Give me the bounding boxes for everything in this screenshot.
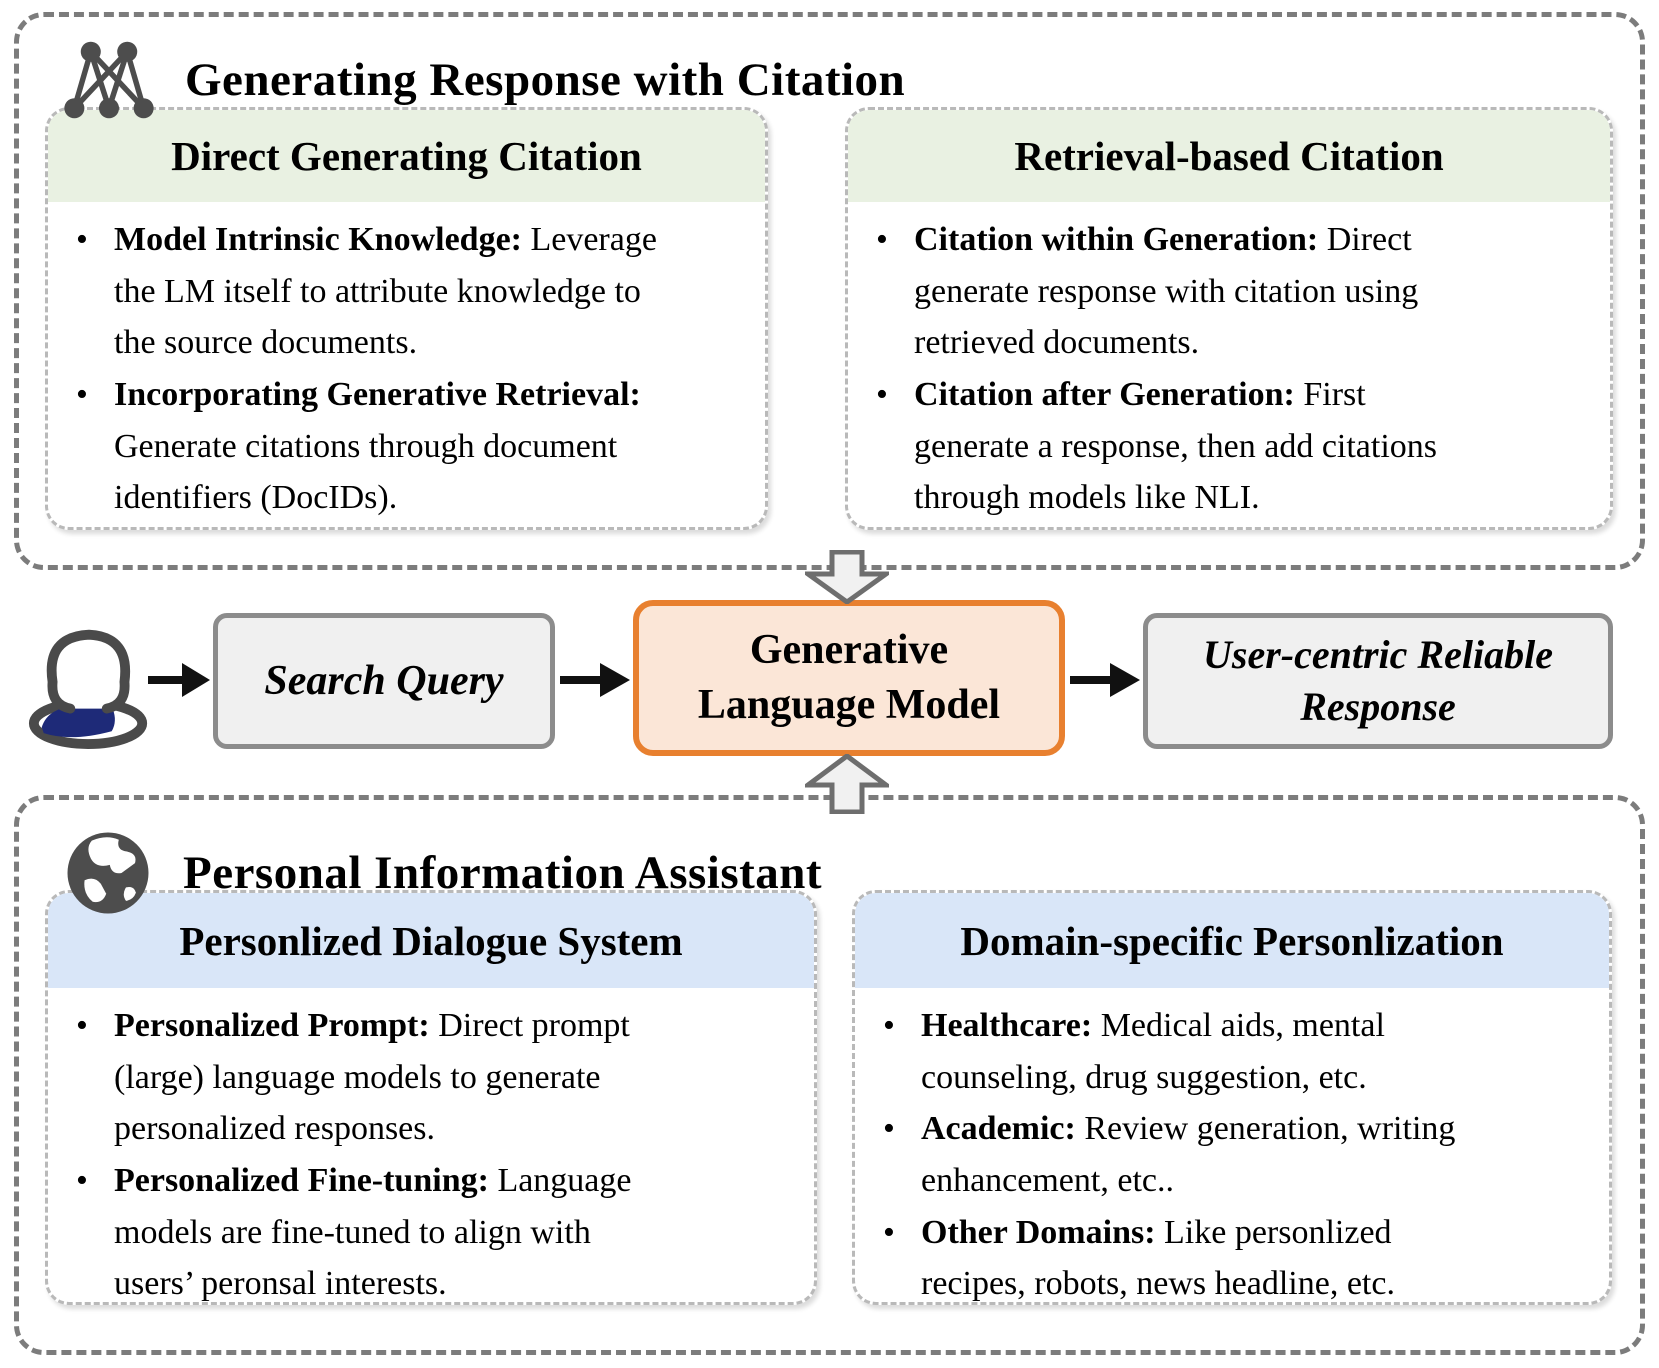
bullet-text: Direct generate response with citation u… <box>914 221 1419 362</box>
bullet-lead: Incorporating Generative Retrieval: <box>114 376 641 414</box>
bullet-item: Academic: Review generation, writing enh… <box>879 1103 1593 1206</box>
direct-citation-box: Direct Generating Citation Model Intrins… <box>45 107 768 530</box>
bullet-lead: Citation within Generation: <box>914 221 1319 258</box>
bullet-text: Leverage the LM itself to attribute know… <box>114 221 657 362</box>
retrieval-citation-box: Retrieval-based Citation Citation within… <box>845 107 1613 530</box>
bullet-item: Other Domains: Like personlized recipes,… <box>879 1207 1593 1303</box>
assistant-section-header: Personal Information Assistant <box>63 828 822 918</box>
domain-personalization-title: Domain-specific Personlization <box>855 893 1609 988</box>
bullet-lead: Personalized Fine-tuning: <box>114 1162 489 1200</box>
dialogue-system-title: Personlized Dialogue System <box>48 893 814 988</box>
retrieval-citation-bullets: Citation within Generation: Direct gener… <box>848 214 1610 524</box>
bullet-text: Medical aids, mental counseling, drug su… <box>921 1007 1385 1096</box>
bullet-lead: Other Domains: <box>921 1213 1156 1251</box>
citation-section-header: Generating Response with Citation <box>63 39 905 121</box>
arrow-down-icon <box>805 550 889 604</box>
search-query-label: Search Query <box>264 657 504 704</box>
bullet-text: Direct prompt (large) language models to… <box>114 1007 630 1148</box>
generative-language-model-label: Generative Language Model <box>697 627 1001 728</box>
bullet-lead: Personalized Prompt: <box>114 1007 430 1044</box>
bullet-lead: Model Intrinsic Knowledge: <box>114 221 522 258</box>
bullet-item: Citation after Generation: First generat… <box>872 369 1594 524</box>
arrow-user-to-query-icon <box>148 660 210 700</box>
arrow-model-to-response-icon <box>1070 660 1140 700</box>
network-icon <box>63 39 155 121</box>
response-label: User-centric Reliable Response <box>1203 632 1553 729</box>
response-node: User-centric Reliable Response <box>1143 613 1613 749</box>
direct-citation-title: Direct Generating Citation <box>48 110 765 202</box>
citation-section-title: Generating Response with Citation <box>185 54 906 106</box>
generative-language-model-node: Generative Language Model <box>633 600 1065 756</box>
user-icon <box>26 610 154 752</box>
bullet-text: Generate citations through document iden… <box>114 427 618 517</box>
dialogue-system-bullets: Personalized Prompt: Direct prompt (larg… <box>48 1000 814 1303</box>
dialogue-system-box: Personlized Dialogue System Personalized… <box>45 890 817 1305</box>
bullet-lead: Academic: <box>921 1110 1076 1148</box>
bullet-text: Like personlized recipes, robots, news h… <box>921 1213 1395 1303</box>
retrieval-citation-title: Retrieval-based Citation <box>848 110 1610 202</box>
globe-icon <box>63 828 153 918</box>
bullet-item: Incorporating Generative Retrieval: Gene… <box>72 369 749 524</box>
bullet-text: First generate a response, then add cita… <box>914 376 1438 517</box>
bullet-item: Personalized Fine-tuning: Language model… <box>72 1155 798 1303</box>
direct-citation-bullets: Model Intrinsic Knowledge: Leverage the … <box>48 214 765 524</box>
bullet-item: Model Intrinsic Knowledge: Leverage the … <box>72 214 749 369</box>
arrow-up-icon <box>805 754 889 814</box>
bullet-text: Review generation, writing enhancement, … <box>921 1110 1456 1200</box>
bullet-lead: Healthcare: <box>921 1007 1093 1044</box>
bullet-item: Healthcare: Medical aids, mental counsel… <box>879 1000 1593 1103</box>
domain-personalization-box: Domain-specific Personlization Healthcar… <box>852 890 1612 1305</box>
bullet-item: Citation within Generation: Direct gener… <box>872 214 1594 369</box>
bullet-lead: Citation after Generation: <box>914 376 1295 414</box>
domain-personalization-bullets: Healthcare: Medical aids, mental counsel… <box>855 1000 1609 1303</box>
arrow-query-to-model-icon <box>560 660 630 700</box>
search-query-node: Search Query <box>213 613 555 749</box>
bullet-text: Language models are fine-tuned to align … <box>114 1162 632 1303</box>
bullet-item: Personalized Prompt: Direct prompt (larg… <box>72 1000 798 1155</box>
